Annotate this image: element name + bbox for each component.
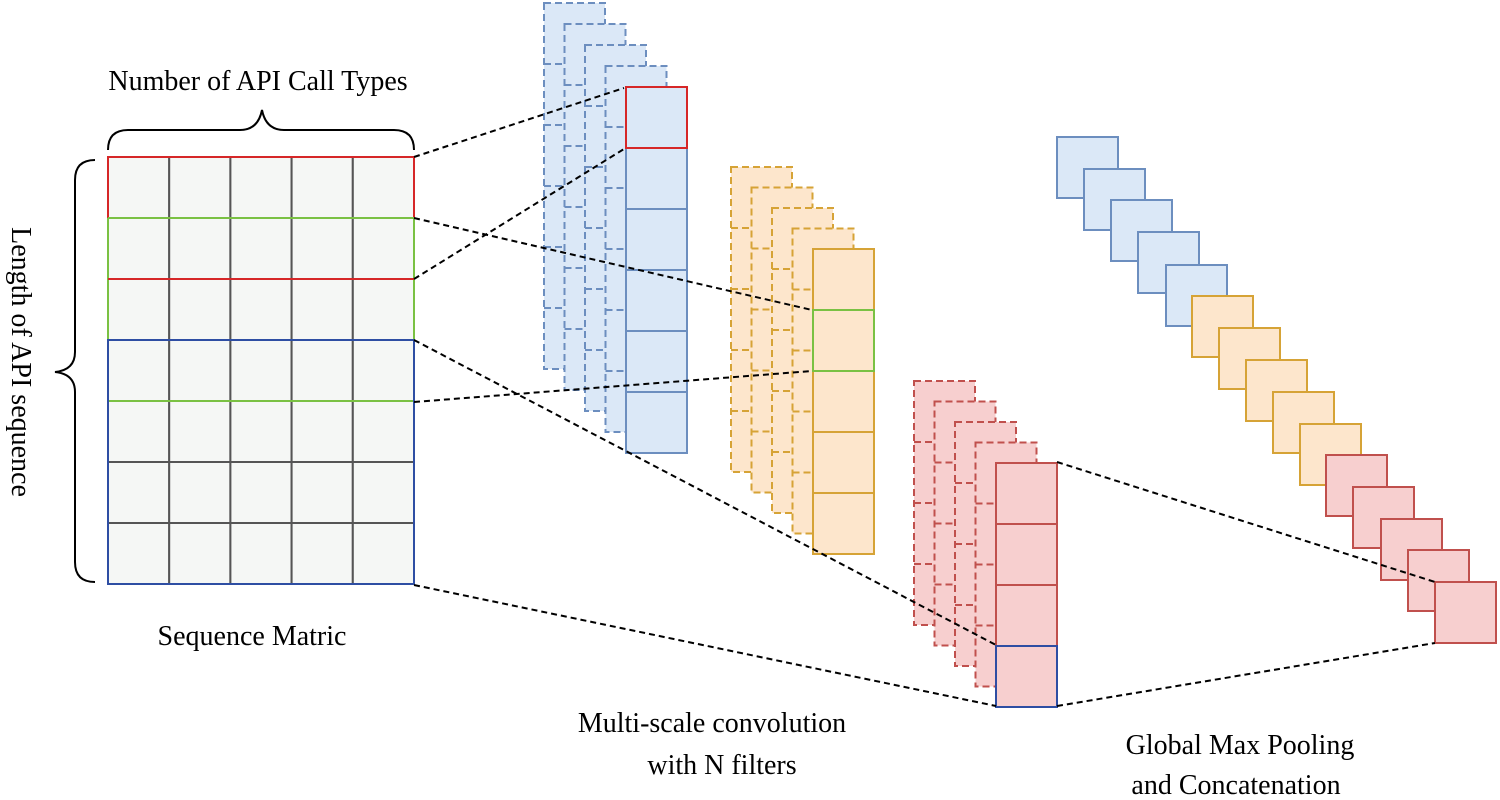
- matrix-cell: [107, 217, 171, 280]
- blue-filter-cell: [625, 269, 688, 332]
- left-brace: [54, 159, 96, 583]
- matrix-cell: [229, 217, 293, 280]
- matrix-cell: [229, 278, 293, 341]
- matrix-cell: [168, 400, 232, 463]
- matrix-cell: [229, 156, 293, 219]
- matrix-cell: [290, 522, 354, 585]
- matrix-cell: [351, 278, 415, 341]
- blue-highlight-cell: [625, 86, 688, 149]
- red-filter-cell: [995, 462, 1058, 525]
- blue-filter-cell: [625, 208, 688, 271]
- connector-line: [1056, 642, 1436, 707]
- matrix-cell: [290, 217, 354, 280]
- connector-line: [1056, 461, 1436, 583]
- matrix-cell: [290, 278, 354, 341]
- matrix-cell: [351, 339, 415, 402]
- orange-filter-cell: [812, 431, 875, 494]
- matrix-cell: [290, 461, 354, 524]
- matrix-cell: [290, 339, 354, 402]
- matrix-cell: [351, 400, 415, 463]
- matrix-cell: [351, 156, 415, 219]
- top-brace: [107, 109, 415, 151]
- matrix-cell: [107, 278, 171, 341]
- matrix-cell: [351, 522, 415, 585]
- matrix-cell: [107, 156, 171, 219]
- matrix-cell: [229, 400, 293, 463]
- connector-lines: [413, 87, 1436, 707]
- matrix-caption: Sequence Matric: [158, 621, 347, 652]
- matrix-cell: [107, 461, 171, 524]
- blue-filter-cell: [625, 147, 688, 210]
- matrix-cell: [168, 461, 232, 524]
- connector-line: [413, 584, 997, 707]
- matrix-cell: [107, 522, 171, 585]
- matrix-cell: [229, 461, 293, 524]
- red-filter-cell: [995, 523, 1058, 586]
- connector-line: [413, 87, 625, 158]
- red-highlight-cell: [995, 645, 1058, 708]
- connector-line: [413, 148, 625, 280]
- filter-stacks: [543, 2, 1058, 708]
- pool-caption-line2: and Concatenation: [1131, 770, 1340, 800]
- matrix-cell: [168, 522, 232, 585]
- pooled-red: [1434, 581, 1497, 644]
- blue-filter-cell: [625, 391, 688, 454]
- connector-line: [413, 370, 813, 403]
- connector-line: [413, 339, 997, 646]
- matrix-height-label: Length of API sequence: [5, 227, 36, 497]
- orange-filter-cell: [812, 248, 875, 311]
- matrix-cell: [168, 156, 232, 219]
- pool-caption-line1: Global Max Pooling: [1126, 730, 1355, 761]
- red-filter-cell: [995, 584, 1058, 647]
- matrix-cell: [168, 278, 232, 341]
- matrix-cell: [229, 339, 293, 402]
- sequence-matrix: [107, 156, 415, 585]
- matrix-cell: [168, 339, 232, 402]
- orange-filter-cell: [812, 370, 875, 433]
- matrix-cell: [290, 400, 354, 463]
- matrix-cell: [290, 156, 354, 219]
- matrix-width-label: Number of API Call Types: [108, 66, 407, 97]
- pooled-outputs: [1056, 136, 1497, 644]
- matrix-cell: [229, 522, 293, 585]
- matrix-cell: [107, 339, 171, 402]
- matrix-cell: [107, 400, 171, 463]
- conv-caption-line1: Multi-scale convolution: [578, 708, 846, 739]
- matrix-cell: [351, 461, 415, 524]
- orange-filter-cell: [812, 492, 875, 555]
- connector-line: [413, 217, 813, 311]
- matrix-cell: [168, 217, 232, 280]
- conv-caption-line2: with N filters: [647, 750, 796, 781]
- matrix-cell: [351, 217, 415, 280]
- orange-highlight-cell: [812, 309, 875, 372]
- window-navy-outline: [107, 339, 415, 585]
